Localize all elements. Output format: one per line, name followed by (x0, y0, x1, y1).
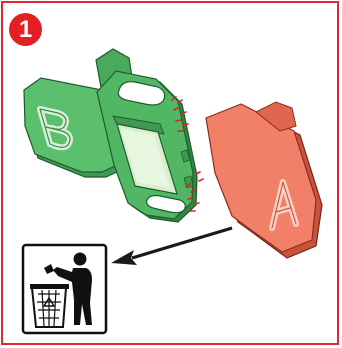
piece-a (206, 102, 322, 258)
piece-b (24, 49, 197, 222)
dispose-in-bin-icon (23, 245, 106, 333)
arrow-to-bin-icon (111, 228, 232, 265)
